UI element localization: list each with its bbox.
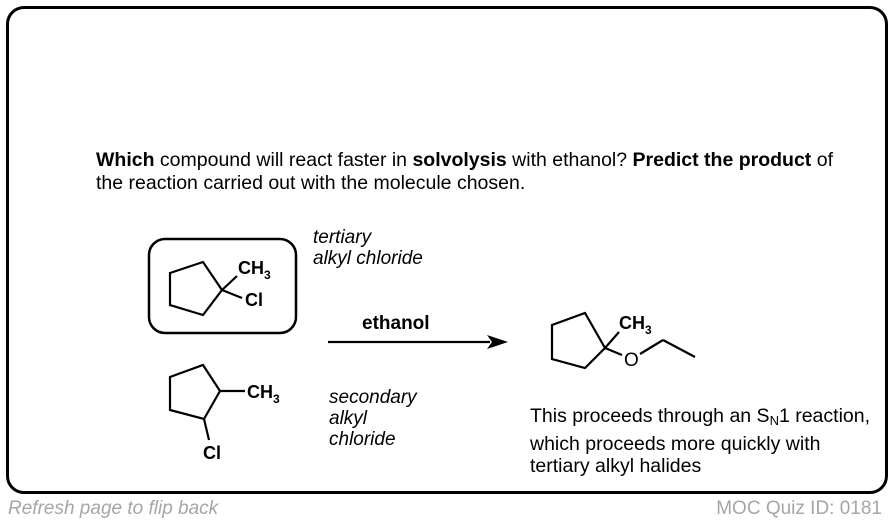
question-part: compound will react faster in [154, 149, 413, 171]
selected-compound-box [147, 237, 298, 335]
product-ch3-label: CH3 [619, 313, 652, 337]
tertiary-alkyl-chloride-structure [168, 260, 243, 317]
secondary-cl-label: Cl [203, 443, 221, 463]
secondary-ch3-label: CH3 [247, 382, 280, 406]
explanation-subscript: N [769, 413, 779, 428]
tertiary-label-line: alkyl chloride [313, 248, 423, 269]
explanation-part: 1 reaction, which proceeds more quickly … [530, 405, 871, 477]
quiz-id: MOC Quiz ID: 0181 [716, 498, 882, 519]
secondary-alkyl-chloride-structure [168, 363, 245, 441]
secondary-label-line: alkyl [329, 408, 368, 429]
question-part: Predict the product [632, 149, 812, 171]
reagent-label: ethanol [362, 313, 430, 334]
tertiary-label-line: tertiary [313, 227, 372, 248]
refresh-hint: Refresh page to flip back [8, 498, 219, 519]
secondary-label: secondary alkyl chloride [329, 387, 417, 450]
secondary-label-line: secondary [329, 387, 417, 408]
question-part: Which [96, 149, 155, 171]
reaction-arrow [328, 335, 508, 349]
question-text: Which compound will react faster in solv… [96, 149, 836, 195]
product-oxygen-label: O [624, 350, 639, 371]
tertiary-ch3-label: CH3 [238, 258, 271, 282]
secondary-label-line: chloride [329, 429, 396, 450]
quiz-card[interactable] [6, 6, 888, 494]
product-structure [550, 311, 696, 370]
tertiary-label: tertiary alkyl chloride [313, 227, 423, 269]
explanation-text: This proceeds through an SN1 reaction, w… [530, 405, 880, 478]
question-part: solvolysis [412, 149, 507, 171]
tertiary-cl-label: Cl [245, 290, 263, 310]
question-part: of the reaction carried out with the mol… [96, 149, 833, 194]
explanation-part: This proceeds through an S [530, 405, 770, 427]
question-part: with ethanol? [506, 149, 633, 171]
